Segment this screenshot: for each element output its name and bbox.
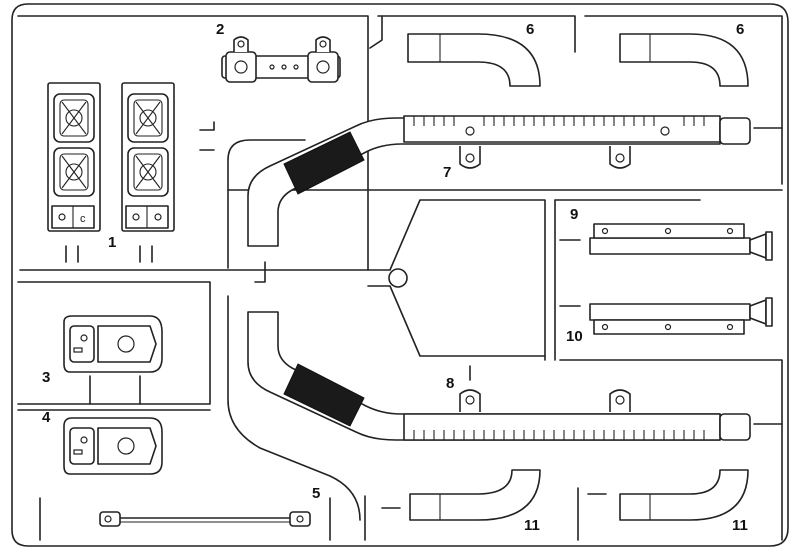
part-label-4: 4: [42, 409, 51, 426]
part-3-housing: [63, 315, 163, 373]
part-1-blocks: c: [47, 82, 175, 232]
sprue-runners: [17, 15, 783, 541]
runner-stubs: [65, 121, 783, 509]
part-label-3: 3: [42, 369, 51, 386]
svg-text:c: c: [80, 213, 86, 225]
part-9-rail: [589, 223, 773, 261]
part-label-8: 8: [446, 375, 455, 392]
part-label-11-right: 11: [732, 517, 748, 534]
part-6-elbows: [407, 33, 749, 87]
sprue-outer-frame: [11, 3, 789, 547]
part-label-7: 7: [443, 164, 452, 181]
part-8-rail: [247, 311, 751, 441]
part-label-10: 10: [566, 328, 583, 345]
part-5-rod: [99, 511, 311, 527]
part-4-housing: [63, 417, 163, 475]
part-label-5: 5: [312, 485, 321, 502]
part-2-bracket: [221, 36, 341, 83]
part-label-1: 1: [108, 234, 117, 251]
part-label-6-left: 6: [526, 21, 535, 38]
sprue-gate-hub: [388, 268, 408, 288]
part-11-elbows: [409, 469, 749, 521]
part-label-6-right: 6: [736, 21, 745, 38]
part-label-2: 2: [216, 21, 225, 38]
part-label-11-left: 11: [524, 517, 540, 534]
part-label-9: 9: [570, 206, 579, 223]
part-10-rail: [589, 297, 773, 335]
part-7-rail: [247, 115, 751, 247]
